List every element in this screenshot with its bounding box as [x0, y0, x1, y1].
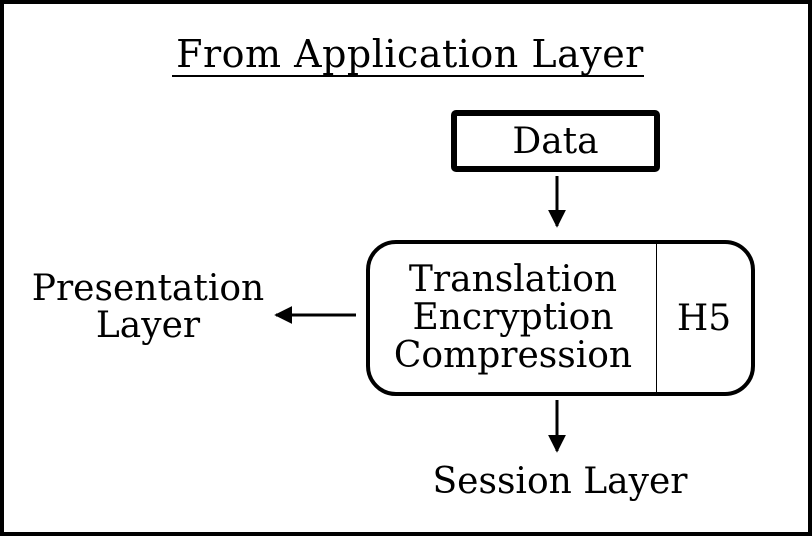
presentation-layer-box: Translation Encryption Compression H5: [366, 240, 755, 396]
layer-functions: Translation Encryption Compression: [370, 244, 656, 392]
header-divider: [656, 244, 657, 392]
header-label: H5: [676, 297, 732, 339]
title-underline: [172, 75, 644, 77]
side-label-line-1: Presentation: [31, 268, 265, 309]
data-box-label: Data: [512, 120, 599, 162]
function-encryption: Encryption: [412, 297, 614, 338]
function-compression: Compression: [393, 335, 633, 376]
function-translation: Translation: [408, 259, 618, 300]
data-box: Data: [451, 110, 660, 172]
side-label: Presentation Layer: [18, 270, 278, 344]
session-layer-label: Session Layer: [432, 461, 688, 502]
header-cell: H5: [657, 244, 751, 392]
side-label-line-2: Layer: [95, 305, 201, 346]
diagram-title: From Application Layer: [176, 32, 644, 76]
